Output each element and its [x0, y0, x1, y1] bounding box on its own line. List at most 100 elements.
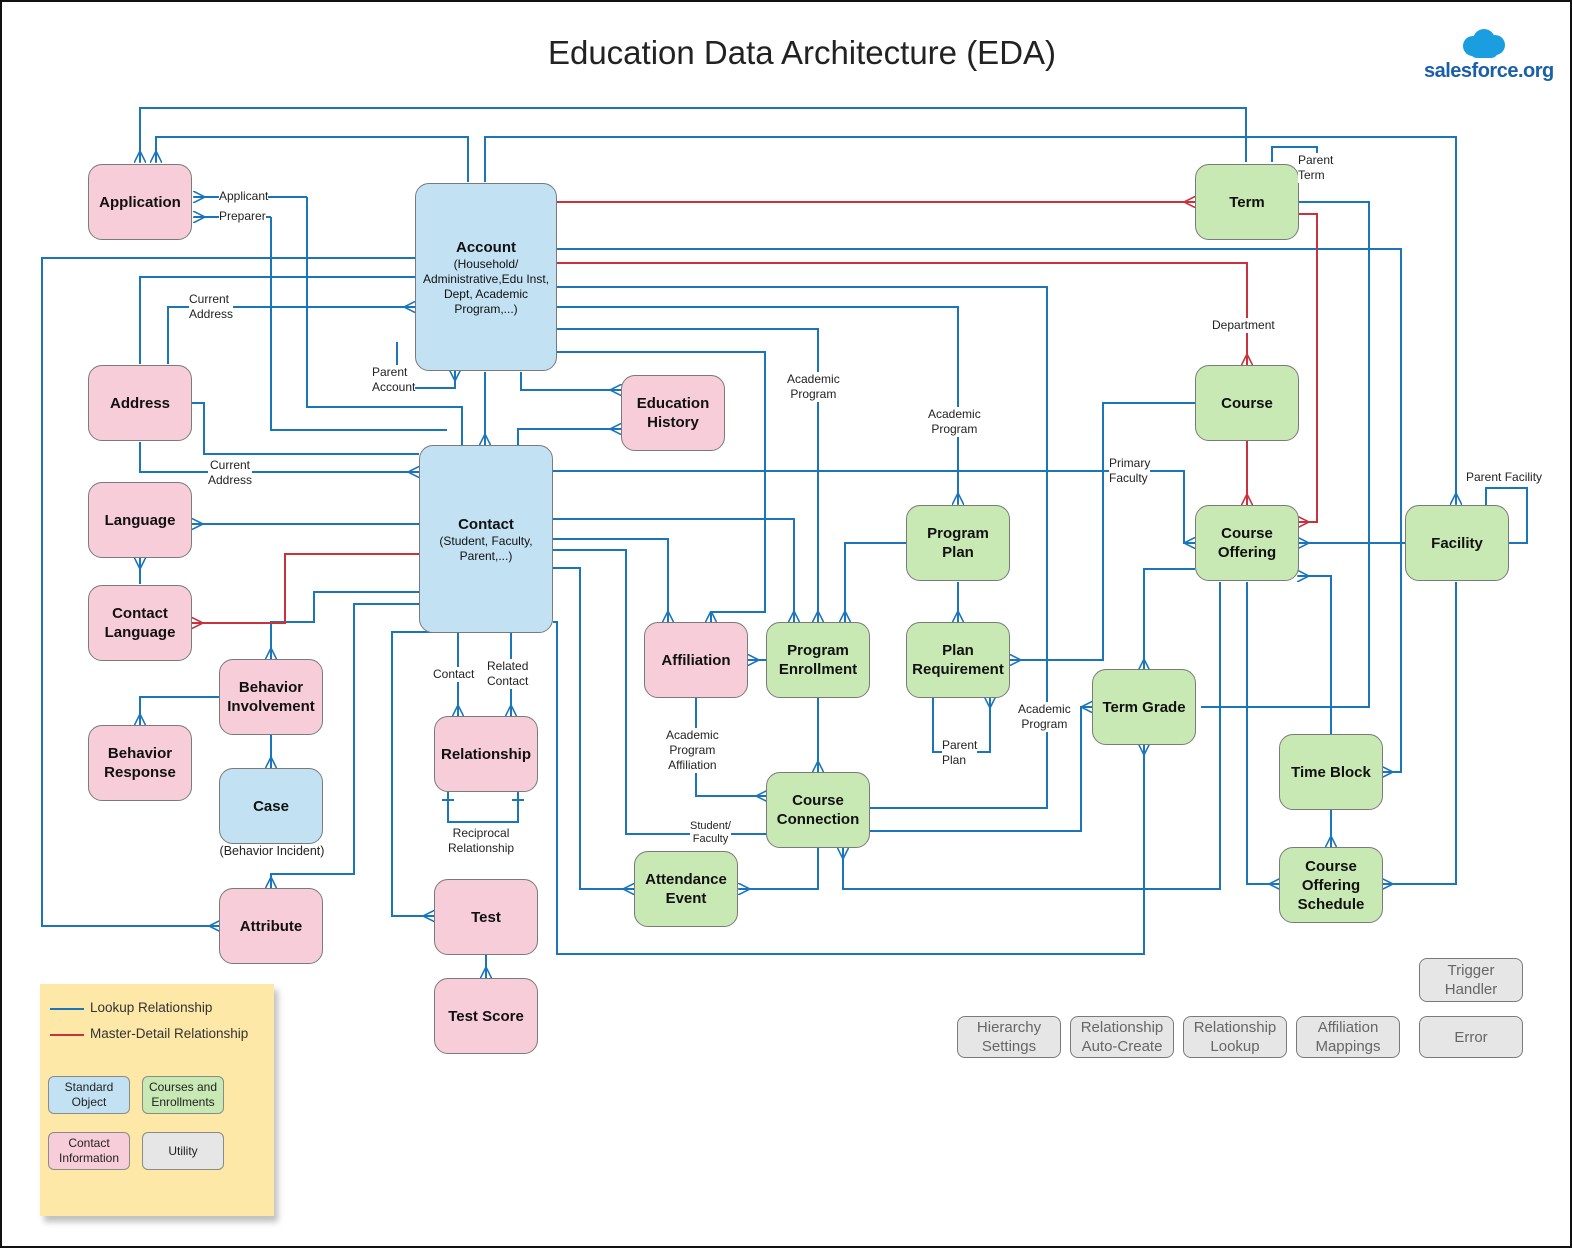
node-affiliation-mappings[interactable]: Affiliation Mappings: [1296, 1016, 1400, 1058]
node-behavior-response[interactable]: Behavior Response: [88, 725, 192, 801]
node-label: Relationship Lookup: [1193, 1019, 1277, 1055]
node-address[interactable]: Address: [88, 365, 192, 441]
legend-lookup-label: Lookup Relationship: [90, 1000, 213, 1015]
edge-label-academic-program-3: Academic Program: [1018, 702, 1071, 732]
legend-lookup-swatch: [50, 1008, 84, 1010]
node-attendance-event[interactable]: Attendance Event: [634, 851, 738, 927]
node-label: Attendance Event: [645, 871, 727, 907]
node-label: Course Offering: [1217, 525, 1277, 561]
legend: Lookup Relationship Master-Detail Relati…: [40, 984, 274, 1216]
node-course-offering-schedule[interactable]: Course Offering Schedule: [1279, 847, 1383, 923]
brand-logo-text: salesforce.org: [1424, 60, 1554, 82]
legend-courses-enrollments: Courses and Enrollments: [142, 1076, 224, 1114]
node-facility[interactable]: Facility: [1405, 505, 1509, 581]
node-label: Time Block: [1291, 763, 1371, 781]
cloud-icon: [1460, 28, 1508, 65]
edge-label-preparer: Preparer: [219, 209, 266, 224]
node-label: Attribute: [239, 917, 303, 935]
node-label: Address: [109, 394, 171, 412]
node-program-enrollment[interactable]: Program Enrollment: [766, 622, 870, 698]
node-trigger-handler[interactable]: Trigger Handler: [1419, 958, 1523, 1002]
node-time-block[interactable]: Time Block: [1279, 734, 1383, 810]
node-label: Relationship: [440, 745, 531, 763]
legend-contact-information: Contact Information: [48, 1132, 130, 1170]
node-attribute[interactable]: Attribute: [219, 888, 323, 964]
node-course-offering[interactable]: Course Offering: [1195, 505, 1299, 581]
edge-label-contact: Contact: [433, 667, 475, 682]
legend-master-detail-swatch: [50, 1034, 84, 1036]
node-program-plan[interactable]: Program Plan: [906, 505, 1010, 581]
edge-label-parent-account: Parent Account: [372, 365, 416, 395]
legend-master-detail-label: Master-Detail Relationship: [90, 1026, 249, 1041]
node-plan-requirement[interactable]: Plan Requirement: [906, 622, 1010, 698]
edge-label-applicant: Applicant: [219, 189, 269, 204]
node-contact[interactable]: Contact (Student, Faculty, Parent,...): [419, 445, 553, 633]
node-label: Course Connection: [776, 792, 860, 828]
node-label: Error: [1454, 1028, 1488, 1046]
node-account[interactable]: Account (Household/ Administrative,Edu I…: [415, 183, 557, 371]
edge-label-current-address-account: Current Address: [189, 292, 234, 322]
node-label: Course Offering Schedule: [1297, 857, 1365, 913]
node-label: Program Enrollment: [778, 642, 858, 678]
node-label: Hierarchy Settings: [976, 1019, 1042, 1055]
edge-label-related-contact: Related Contact: [487, 659, 529, 689]
case-caption: (Behavior Incident): [202, 844, 342, 859]
node-language[interactable]: Language: [88, 482, 192, 558]
node-label: Application: [99, 193, 181, 211]
node-label: Behavior Response: [104, 745, 176, 781]
node-label: Contact Language: [104, 605, 176, 641]
node-relationship-auto-create[interactable]: Relationship Auto-Create: [1070, 1016, 1174, 1058]
node-label: Case: [253, 797, 289, 815]
node-application[interactable]: Application: [88, 164, 192, 240]
edge-label-student-faculty: Student/ Faculty: [690, 820, 731, 846]
edge-label-academic-program-2: Academic Program: [928, 407, 981, 437]
node-label: Trigger Handler: [1444, 962, 1498, 998]
node-label: Behavior Involvement: [227, 679, 315, 715]
legend-standard-object: Standard Object: [48, 1076, 130, 1114]
node-education-history[interactable]: Education History: [621, 375, 725, 451]
edge-label-academic-program-1: Academic Program: [787, 372, 840, 402]
node-term-grade[interactable]: Term Grade: [1092, 669, 1196, 745]
node-affiliation[interactable]: Affiliation: [644, 622, 748, 698]
node-error[interactable]: Error: [1419, 1016, 1523, 1058]
page-title: Education Data Architecture (EDA): [547, 34, 1057, 71]
node-contact-language[interactable]: Contact Language: [88, 585, 192, 661]
node-course-connection[interactable]: Course Connection: [766, 772, 870, 848]
node-label: Term: [1229, 193, 1265, 211]
node-label: Language: [104, 511, 176, 529]
edge-label-primary-faculty: Primary Faculty: [1109, 456, 1151, 486]
node-label: Relationship Auto-Create: [1080, 1019, 1164, 1055]
node-label: Affiliation: [661, 651, 731, 669]
node-label: Test: [471, 908, 501, 926]
edge-label-parent-facility: Parent Facility: [1466, 470, 1543, 485]
node-label: Course: [1221, 394, 1273, 412]
node-label: Facility: [1431, 534, 1483, 552]
node-case[interactable]: Case: [219, 768, 323, 844]
edge-label-current-address-contact: Current Address: [208, 458, 253, 488]
node-label: Education History: [636, 395, 710, 431]
node-behavior-involvement[interactable]: Behavior Involvement: [219, 659, 323, 735]
node-relationship-lookup[interactable]: Relationship Lookup: [1183, 1016, 1287, 1058]
node-label: Account: [456, 238, 516, 256]
edge-label-parent-term: Parent Term: [1298, 153, 1334, 183]
node-sublabel: (Household/ Administrative,Edu Inst, Dep…: [422, 256, 550, 316]
node-label: Program Plan: [927, 525, 989, 561]
node-label: Affiliation Mappings: [1315, 1019, 1381, 1055]
node-label: Test Score: [448, 1007, 524, 1025]
node-course[interactable]: Course: [1195, 365, 1299, 441]
node-test-score[interactable]: Test Score: [434, 978, 538, 1054]
node-label: Term Grade: [1102, 698, 1186, 716]
legend-utility: Utility: [142, 1132, 224, 1170]
edge-label-academic-program-affiliation: Academic Program Affiliation: [666, 728, 719, 773]
node-hierarchy-settings[interactable]: Hierarchy Settings: [957, 1016, 1061, 1058]
edge-label-parent-plan: Parent Plan: [942, 738, 978, 768]
node-relationship[interactable]: Relationship: [434, 716, 538, 792]
node-sublabel: (Student, Faculty, Parent,...): [439, 533, 533, 563]
node-label: Plan Requirement: [912, 642, 1004, 678]
edge-label-reciprocal-relationship: Reciprocal Relationship: [448, 826, 515, 856]
node-term[interactable]: Term: [1195, 164, 1299, 240]
edge-label-department: Department: [1212, 318, 1275, 333]
node-test[interactable]: Test: [434, 879, 538, 955]
